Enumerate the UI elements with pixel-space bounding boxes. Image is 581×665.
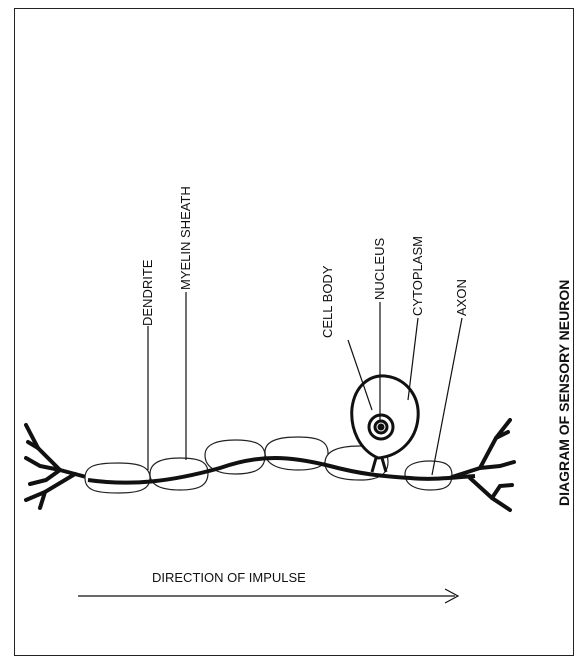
label-nucleus: NUCLEUS	[372, 238, 387, 300]
direction-arrow	[78, 589, 458, 603]
label-axon: AXON	[454, 279, 469, 316]
axon-terminal-branches	[452, 420, 514, 510]
diagram-title: DIAGRAM OF SENSORY NEURON	[556, 280, 572, 506]
label-dendrite: DENDRITE	[140, 260, 155, 326]
label-cytoplasm: CYTOPLASM	[410, 236, 425, 316]
left-dendrite-branches	[26, 425, 90, 508]
direction-label: DIRECTION OF IMPULSE	[152, 570, 306, 585]
label-cell-body: CELL BODY	[320, 266, 335, 339]
label-myelin-sheath: MYELIN SHEATH	[178, 186, 193, 290]
